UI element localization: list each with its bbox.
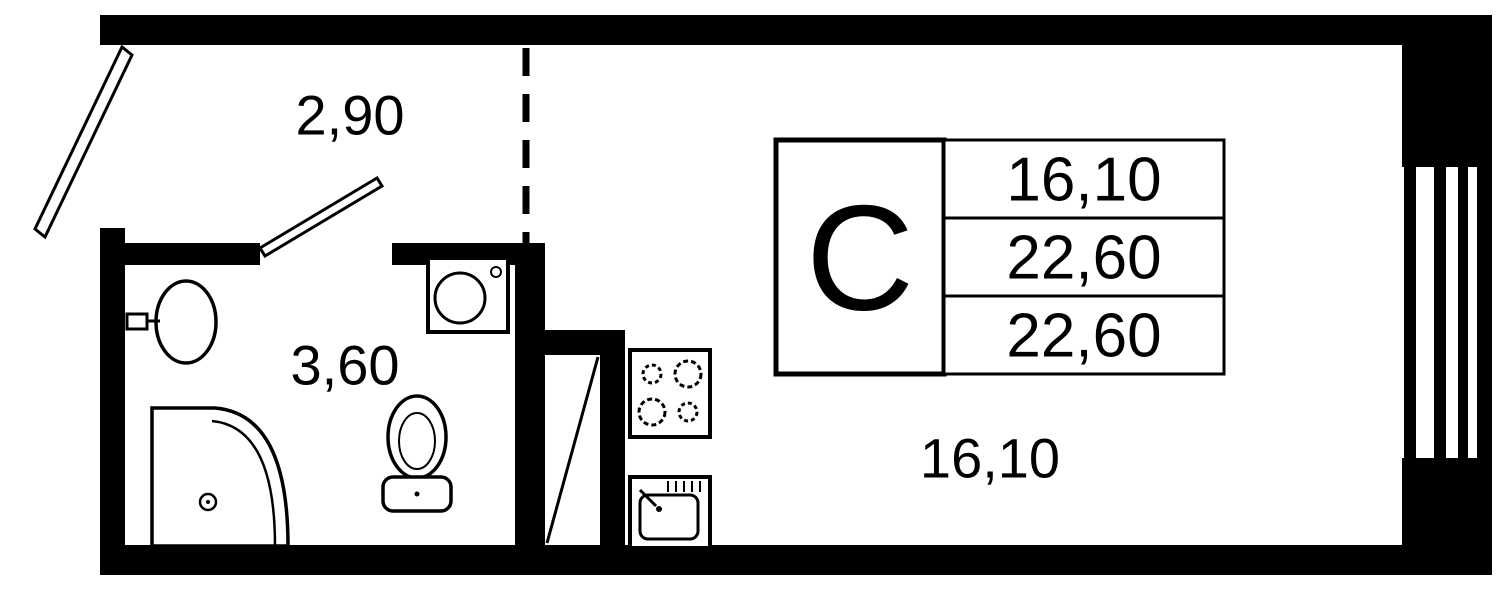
washbasin-symbol <box>125 279 218 365</box>
kitchen-sink-symbol <box>628 475 712 550</box>
table-row-0 <box>942 138 1226 220</box>
toilet-tank-dot <box>414 491 420 497</box>
duct-shaft-symbol <box>545 355 600 545</box>
outer-wall-top <box>100 15 1492 45</box>
table-row-2 <box>942 294 1226 376</box>
stove-symbol <box>628 348 712 439</box>
shower-drain-dot <box>206 500 210 504</box>
toilet-bowl-inner <box>398 412 436 470</box>
toilet-bowl-outer <box>386 394 448 480</box>
duct-shaft-diagonal <box>545 356 600 544</box>
kitchen-sink-faucet-dot <box>656 506 662 512</box>
washing-machine-drum <box>433 271 487 325</box>
outer-wall-bottom <box>100 545 1492 575</box>
table-value-2: 22,60 <box>1006 302 1161 371</box>
shower-tray-outer <box>150 406 290 548</box>
toilet-symbol <box>381 394 453 513</box>
unit-type-box <box>773 137 947 377</box>
stove-outline <box>628 348 712 439</box>
entrance-door-symbol <box>33 44 134 240</box>
table-value-1: 22,60 <box>1006 224 1161 293</box>
info-table <box>773 137 1226 377</box>
bathroom-area-label: 3,60 <box>291 334 400 397</box>
outer-walls <box>100 15 1492 575</box>
bathroom-wall-top-left <box>125 243 260 265</box>
bathroom-wall-right <box>515 243 545 545</box>
living-area-label: 16,10 <box>920 427 1060 490</box>
table-row-1 <box>942 216 1226 298</box>
shower-symbol <box>150 406 290 548</box>
window-pane-line-2 <box>1434 167 1446 458</box>
wall-right-lower <box>1402 458 1492 575</box>
table-value-0: 16,10 <box>1006 146 1161 215</box>
unit-type-label: С <box>806 174 914 342</box>
kitchen-sink-basin <box>638 493 700 541</box>
washing-machine-outline <box>426 256 510 334</box>
window-symbol <box>1404 167 1468 458</box>
outer-wall-left <box>100 228 125 558</box>
shower-tray-inner <box>211 419 277 547</box>
washbasin-tap <box>125 312 149 331</box>
duct-right-wall <box>600 330 625 545</box>
washing-machine-symbol <box>426 256 510 334</box>
stove-burner-small-2 <box>677 401 699 423</box>
stove-burner-large-2 <box>637 397 667 427</box>
stove-burner-large-1 <box>673 359 703 389</box>
window-pane-line-1 <box>1404 167 1416 458</box>
hallway-area-label: 2,90 <box>296 84 405 147</box>
window-pane-line-3 <box>1458 167 1468 458</box>
kitchen-sink-faucet <box>638 488 658 508</box>
washing-machine-knob <box>490 266 502 278</box>
bathroom-door-symbol <box>257 175 385 259</box>
stove-burner-small-1 <box>641 363 663 385</box>
wall-right-upper <box>1402 15 1492 167</box>
washbasin-bowl <box>154 279 218 365</box>
